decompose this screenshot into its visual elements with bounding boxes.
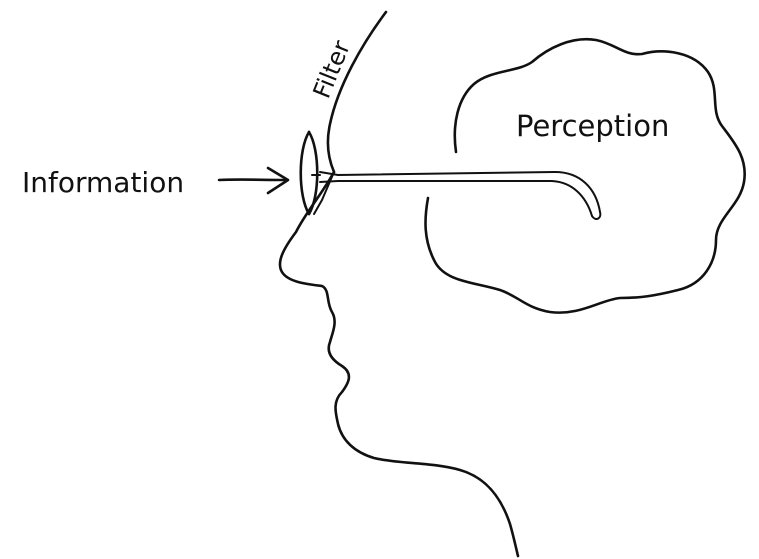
perception-label: Perception	[516, 109, 669, 143]
information-label: Information	[22, 166, 184, 199]
glasses-arm	[314, 172, 600, 219]
perception-cloud	[426, 39, 745, 312]
filter-label: Filter	[308, 37, 356, 103]
face-profile	[280, 172, 518, 556]
lens-icon	[301, 132, 320, 214]
input-arrow	[219, 168, 288, 193]
